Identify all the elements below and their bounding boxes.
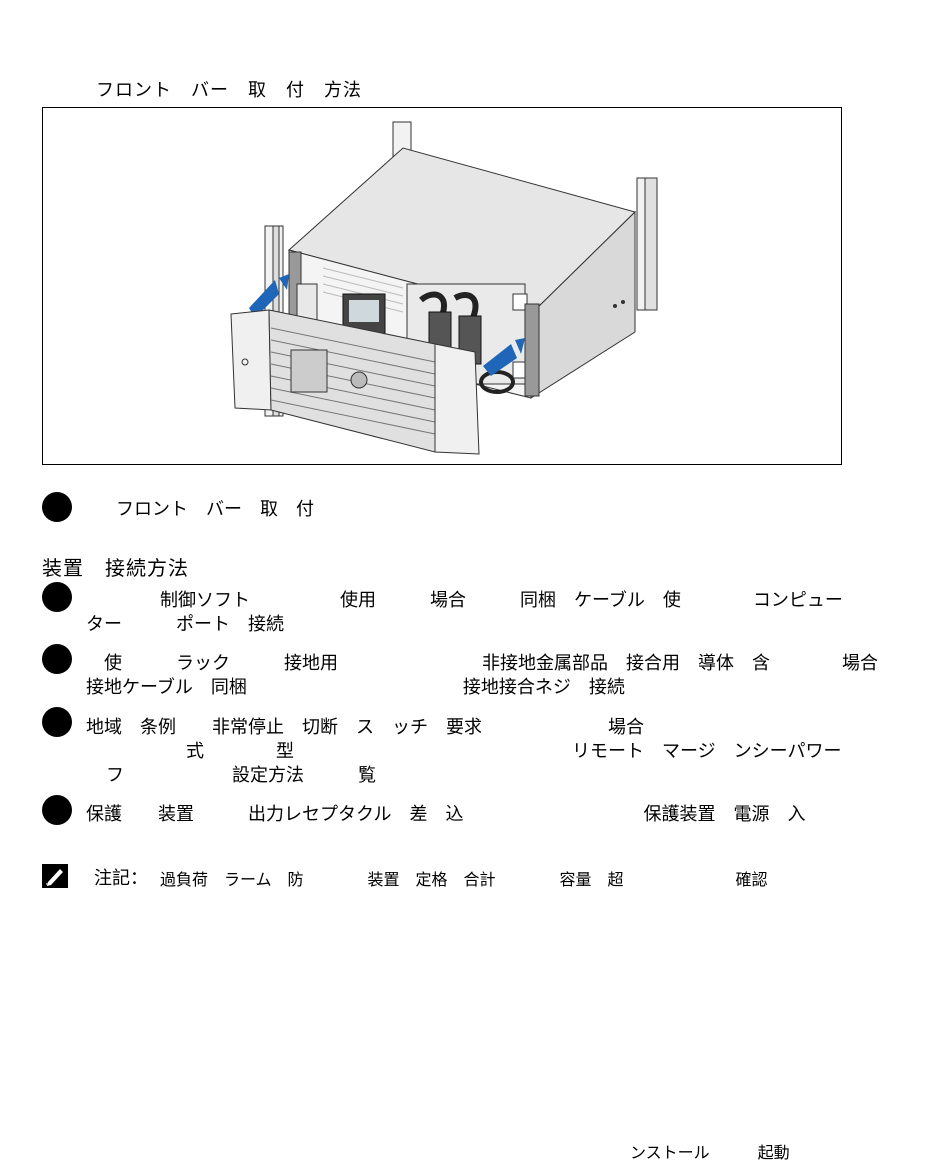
left-arrow xyxy=(249,280,279,318)
step-2-line-2: 接地ケーブル 同梱 接地接合ネジ 接続 xyxy=(86,677,625,698)
front-bezel xyxy=(230,309,480,455)
bullet-circle xyxy=(42,492,72,522)
step-3-line-3: リモート マージ ンシーパワー xyxy=(572,741,842,762)
step-2-line-1: 使 ラック 接地用 非接地金属部品 接合用 導体 含 場合 xyxy=(104,653,878,674)
bullet-circle xyxy=(42,644,72,674)
figure-caption: フロント バー 取 付 xyxy=(116,499,314,520)
right-mount-bracket xyxy=(524,303,540,397)
note-pencil-icon xyxy=(42,864,68,888)
step-1-line-1: 制御ソフト 使用 場合 同梱 ケーブル 使 コンピュー xyxy=(160,590,843,611)
step-3-line-1: 地域 条例 非常停止 切断 ス ッチ 要求 場合 xyxy=(86,717,644,738)
bullet-circle xyxy=(42,707,72,737)
figure-frame xyxy=(42,107,842,465)
right-arrow xyxy=(483,344,517,376)
step-4-line-1: 保護 装置 出力レセプタクル 差 込 保護装置 電源 入 xyxy=(86,804,806,825)
step-3-line-2: 式 型 xyxy=(186,741,294,762)
step-1-line-2: ター ポート 接続 xyxy=(86,614,284,635)
footer-text: ンストール 起動 xyxy=(630,1143,790,1162)
front-bezel-illustration xyxy=(230,121,658,455)
bullet-circle xyxy=(42,795,72,825)
bullet-circle xyxy=(42,582,72,612)
step-3-line-4: フ 設定方法 覧 xyxy=(106,765,376,786)
bezel-lcd-window xyxy=(290,349,328,393)
section-heading: 装置 接続方法 xyxy=(42,556,189,580)
note-text: 過負荷 ラーム 防 装置 定格 合計 容量 超 確認 xyxy=(160,870,768,889)
bezel-logo xyxy=(350,371,368,389)
figure-title: フロント バー 取 付 方法 xyxy=(96,80,362,101)
note-label: 注記： xyxy=(94,868,148,889)
